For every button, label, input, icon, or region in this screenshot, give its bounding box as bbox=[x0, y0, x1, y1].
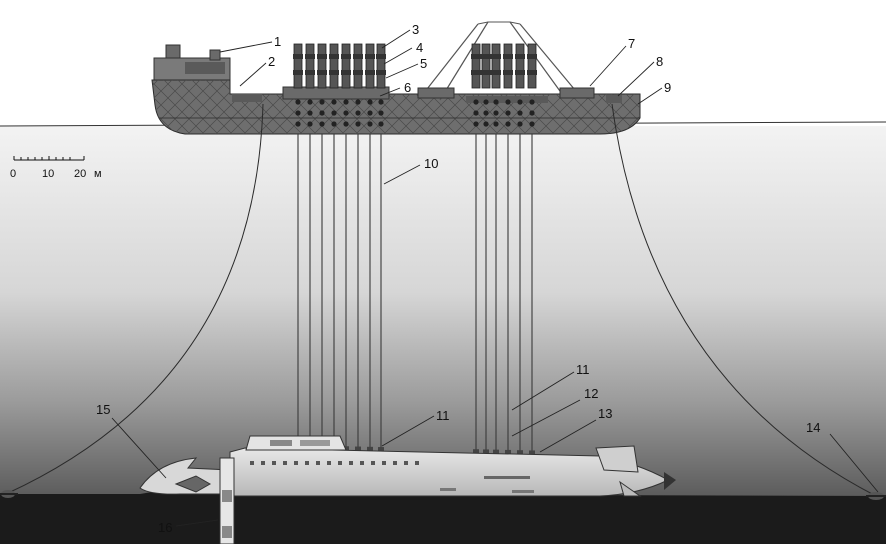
anchor-left bbox=[0, 490, 18, 498]
callout-9: 9 bbox=[664, 80, 671, 95]
callout-4: 4 bbox=[416, 40, 423, 55]
scale-bar: 0 10 20 м bbox=[10, 156, 102, 180]
scale-unit: м bbox=[94, 168, 102, 180]
anchor-right bbox=[866, 492, 886, 500]
callout-6: 6 bbox=[404, 80, 411, 95]
strand-jack bbox=[376, 43, 386, 89]
mooring-line-right bbox=[611, 103, 877, 497]
strand-jack bbox=[491, 43, 501, 89]
salvage-vessel bbox=[151, 21, 641, 135]
strand-jack bbox=[481, 43, 491, 89]
callout-15: 15 bbox=[96, 402, 110, 417]
strand-jack bbox=[365, 43, 375, 89]
callout-7: 7 bbox=[628, 36, 635, 51]
scale-tick-10: 10 bbox=[42, 168, 54, 180]
callout-12: 12 bbox=[584, 386, 598, 401]
callout-14: 14 bbox=[806, 420, 820, 435]
callout-8: 8 bbox=[656, 54, 663, 69]
callout-leaders bbox=[111, 29, 879, 527]
seabed bbox=[0, 491, 886, 544]
strand-jacks bbox=[293, 43, 537, 127]
mooring-line-left bbox=[5, 103, 264, 495]
callout-1: 1 bbox=[274, 34, 281, 49]
strand-jack bbox=[293, 43, 303, 89]
submarine bbox=[139, 435, 676, 544]
callout-16: 16 bbox=[158, 520, 172, 535]
strand-jack bbox=[317, 43, 327, 89]
strand-jack bbox=[527, 43, 537, 89]
scale-tick-0: 0 bbox=[10, 168, 16, 180]
strand-jack bbox=[305, 43, 315, 89]
callout-11-bow: 11 bbox=[436, 408, 450, 423]
callout-10: 10 bbox=[424, 156, 438, 171]
callout-5: 5 bbox=[420, 56, 427, 71]
strand-jack bbox=[329, 43, 339, 89]
callout-3: 3 bbox=[412, 22, 419, 37]
callout-11-stern: 11 bbox=[576, 362, 590, 377]
strand-jack bbox=[353, 43, 363, 89]
water bbox=[0, 126, 886, 496]
strand-jack bbox=[515, 43, 525, 89]
scale-tick-20: 20 bbox=[74, 168, 86, 180]
strand-jack bbox=[503, 43, 513, 89]
strand-jack bbox=[341, 43, 351, 89]
strand-jack bbox=[471, 43, 481, 89]
callout-13: 13 bbox=[598, 406, 612, 421]
callout-2: 2 bbox=[268, 54, 275, 69]
